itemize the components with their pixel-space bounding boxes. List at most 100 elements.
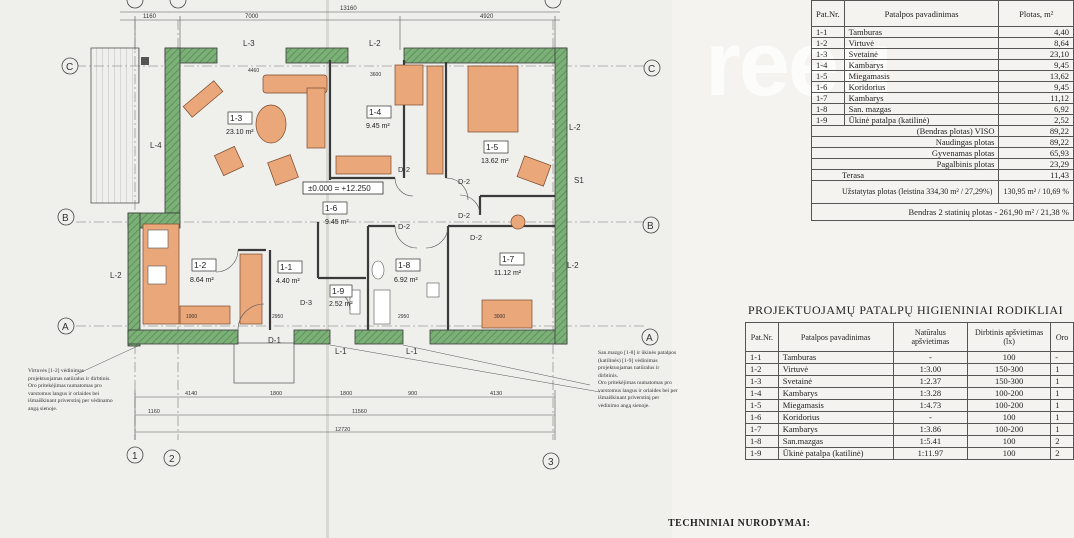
room-1-7-area: 11.12 m² — [494, 270, 522, 277]
fixtures — [147, 229, 440, 325]
interior-walls — [238, 60, 555, 330]
col-header-extra: Oro — [1050, 322, 1074, 352]
level-text: ±0.000 = +12.250 — [308, 184, 371, 193]
room-area-table: Pat.Nr. Patalpos pavadinimas Plotas, m² … — [810, 0, 1074, 221]
dim-inner-f: 3000 — [494, 314, 505, 320]
label-l2-right-a: L-2 — [569, 123, 581, 132]
floor-plan: 1160 7000 4920 13160 C B — [57, 0, 661, 470]
axis-b-right: B — [647, 221, 654, 232]
label-d2-a: D-2 — [398, 165, 410, 174]
label-l1-a: L-1 — [335, 347, 347, 356]
room-1-8-id: 1-8 — [398, 260, 411, 270]
dim-bottom-b: 1800 — [270, 391, 282, 397]
terrace-post — [141, 57, 149, 65]
axis-c-right: C — [648, 64, 655, 75]
room-1-2-area: 8.64 m² — [190, 277, 214, 284]
room-1-6-id: 1-6 — [325, 203, 338, 213]
overall-area-row: Bendras 2 statinių plotas - 261,90 m² / … — [811, 203, 1074, 221]
dim-inner-b: 3600 — [370, 72, 381, 78]
room-tags — [191, 105, 525, 298]
axis-1-bottom: 1 — [132, 451, 138, 462]
axis-bubble-top-1 — [126, 0, 144, 9]
col-header-area: Plotas, m² — [998, 0, 1074, 27]
axis-a-right: A — [646, 333, 653, 344]
room-1-3-area: 23.10 m² — [226, 129, 254, 136]
label-l2-left: L-2 — [110, 271, 122, 280]
room-1-2-id: 1-2 — [194, 260, 207, 270]
label-l2-top: L-2 — [369, 39, 381, 48]
label-d3: D-3 — [300, 298, 312, 307]
dim-bottom-d: 900 — [408, 391, 417, 397]
leader-lines — [74, 344, 601, 393]
label-l2-right-b: L-2 — [567, 261, 579, 270]
technical-notes-heading: TECHNINIAI NURODYMAI: — [668, 518, 811, 529]
note-kitchen-ventilation: Virtuvės [1-2] vėdinimas projektuojamas … — [28, 368, 113, 412]
room-1-4-area: 9.45 m² — [366, 123, 390, 130]
room-1-1-area: 4.40 m² — [276, 278, 300, 285]
axis-3-bottom: 3 — [548, 457, 554, 468]
entrance-step — [233, 342, 295, 384]
axis-b-left: B — [62, 213, 69, 224]
dim-bottom-c: 1800 — [340, 391, 352, 397]
axis-2-bottom: 2 — [169, 454, 175, 465]
dim-bottom-h: 12720 — [335, 427, 350, 433]
dim-inner-c: 2950 — [272, 314, 283, 320]
dim-top-c: 4920 — [480, 14, 494, 20]
room-1-9-area: 2.52 m² — [329, 301, 353, 308]
col-header-name: Patalpos pavadinimas — [777, 322, 894, 352]
exterior-walls — [127, 47, 568, 347]
dim-top-b: 7000 — [245, 14, 259, 20]
col-header-nr: Pat.Nr. — [745, 322, 779, 352]
label-d2-e: D-2 — [470, 233, 482, 242]
axis-bubbles — [57, 57, 661, 470]
label-d2-d: D-2 — [398, 222, 410, 231]
axis-c-left: C — [66, 62, 73, 73]
label-l1-b: L-1 — [406, 347, 418, 356]
dim-top-total: 13160 — [340, 6, 357, 12]
dim-bottom-g: 11560 — [352, 409, 367, 415]
room-1-9-id: 1-9 — [332, 286, 345, 296]
hygiene-table: Pat.Nr. Patalpos pavadinimas Natūralus a… — [745, 322, 1074, 460]
room-1-6-area: 9.45 m² — [325, 219, 349, 226]
sheet-fold — [326, 0, 329, 538]
label-l3: L-3 — [243, 39, 255, 48]
built-area-row: Užstatytas plotas (leistina 334,30 m² / … — [810, 180, 1074, 204]
room-1-4-id: 1-4 — [369, 107, 382, 117]
room-1-3-id: 1-3 — [230, 113, 243, 123]
dim-bottom-f: 1160 — [148, 409, 160, 415]
col-header-natural: Natūralus apšvietimas — [892, 322, 969, 352]
room-1-7-id: 1-7 — [502, 254, 515, 264]
dim-bottom-e: 4130 — [490, 391, 502, 397]
dim-bottom-a: 4140 — [185, 391, 197, 397]
table-header-row: Pat.Nr. Patalpos pavadinimas Plotas, m² — [811, 0, 1074, 27]
col-header-nr: Pat.Nr. — [811, 0, 845, 27]
dim-inner-a: 4460 — [248, 68, 259, 74]
room-1-1-id: 1-1 — [280, 262, 293, 272]
col-header-name: Patalpos pavadinimas — [843, 0, 1000, 27]
room-1-5-area: 13.62 m² — [481, 158, 509, 165]
bottom-dimension-lines — [134, 390, 556, 440]
dim-inner-e: 1900 — [186, 314, 197, 320]
door-swings — [215, 177, 481, 331]
room-1-5-id: 1-5 — [486, 142, 499, 152]
label-l4: L-4 — [150, 141, 162, 150]
